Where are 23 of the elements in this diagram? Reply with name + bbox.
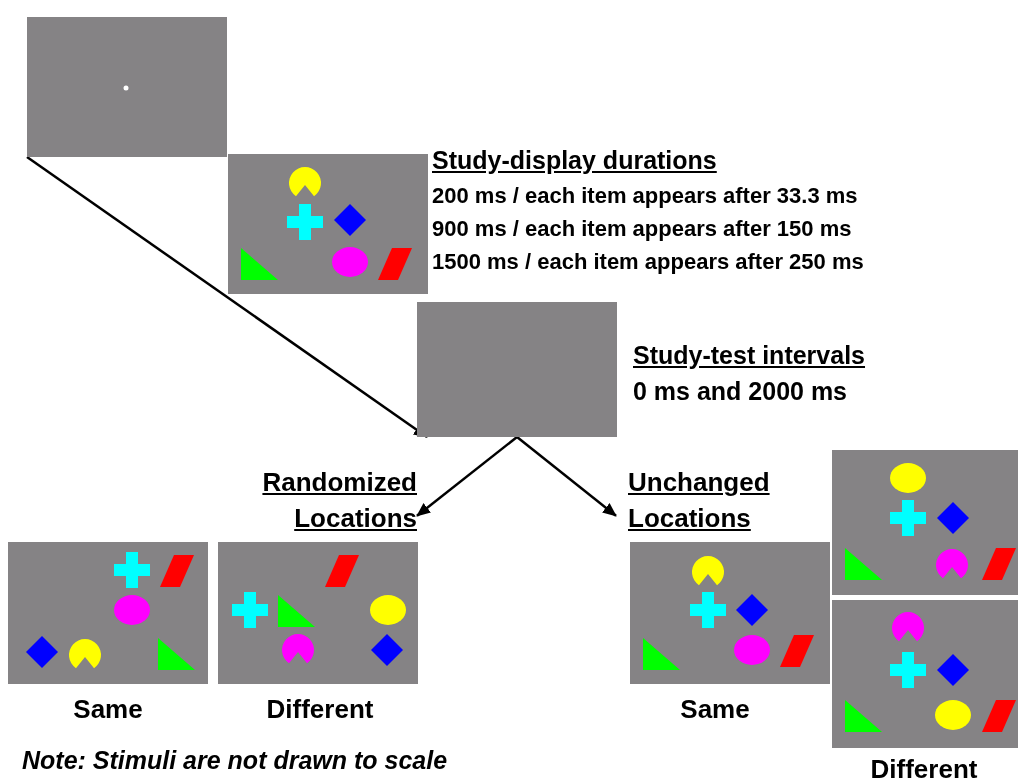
arrow (416, 436, 518, 517)
condition-heading: Randomized Locations (225, 464, 417, 536)
condition-label: Same (679, 694, 751, 725)
condition-heading: Unchanged Locations (616, 464, 828, 536)
stimulus-screen (630, 542, 830, 684)
interval-text: 0 ms and 2000 ms (633, 377, 847, 406)
interval-heading: Study-test intervals (633, 341, 865, 370)
stimulus-screen (27, 17, 227, 157)
duration-heading: Study-display durations (432, 146, 717, 175)
stimulus-screen (832, 450, 1018, 595)
condition-label: Different (265, 694, 375, 725)
duration-text: 200 ms / each item appears after 33.3 ms (432, 183, 858, 209)
stimulus-screen (8, 542, 208, 684)
note-text: Note: Stimuli are not drawn to scale (22, 746, 448, 775)
stimulus-screen (228, 154, 428, 294)
stimulus-screen (832, 600, 1018, 748)
arrow (516, 436, 617, 517)
condition-label: Different (869, 754, 979, 780)
duration-text: 1500 ms / each item appears after 250 ms (432, 249, 864, 275)
blank-screen (417, 302, 617, 437)
stimulus-screen (218, 542, 418, 684)
condition-label: Same (72, 694, 144, 725)
duration-text: 900 ms / each item appears after 150 ms (432, 216, 852, 242)
